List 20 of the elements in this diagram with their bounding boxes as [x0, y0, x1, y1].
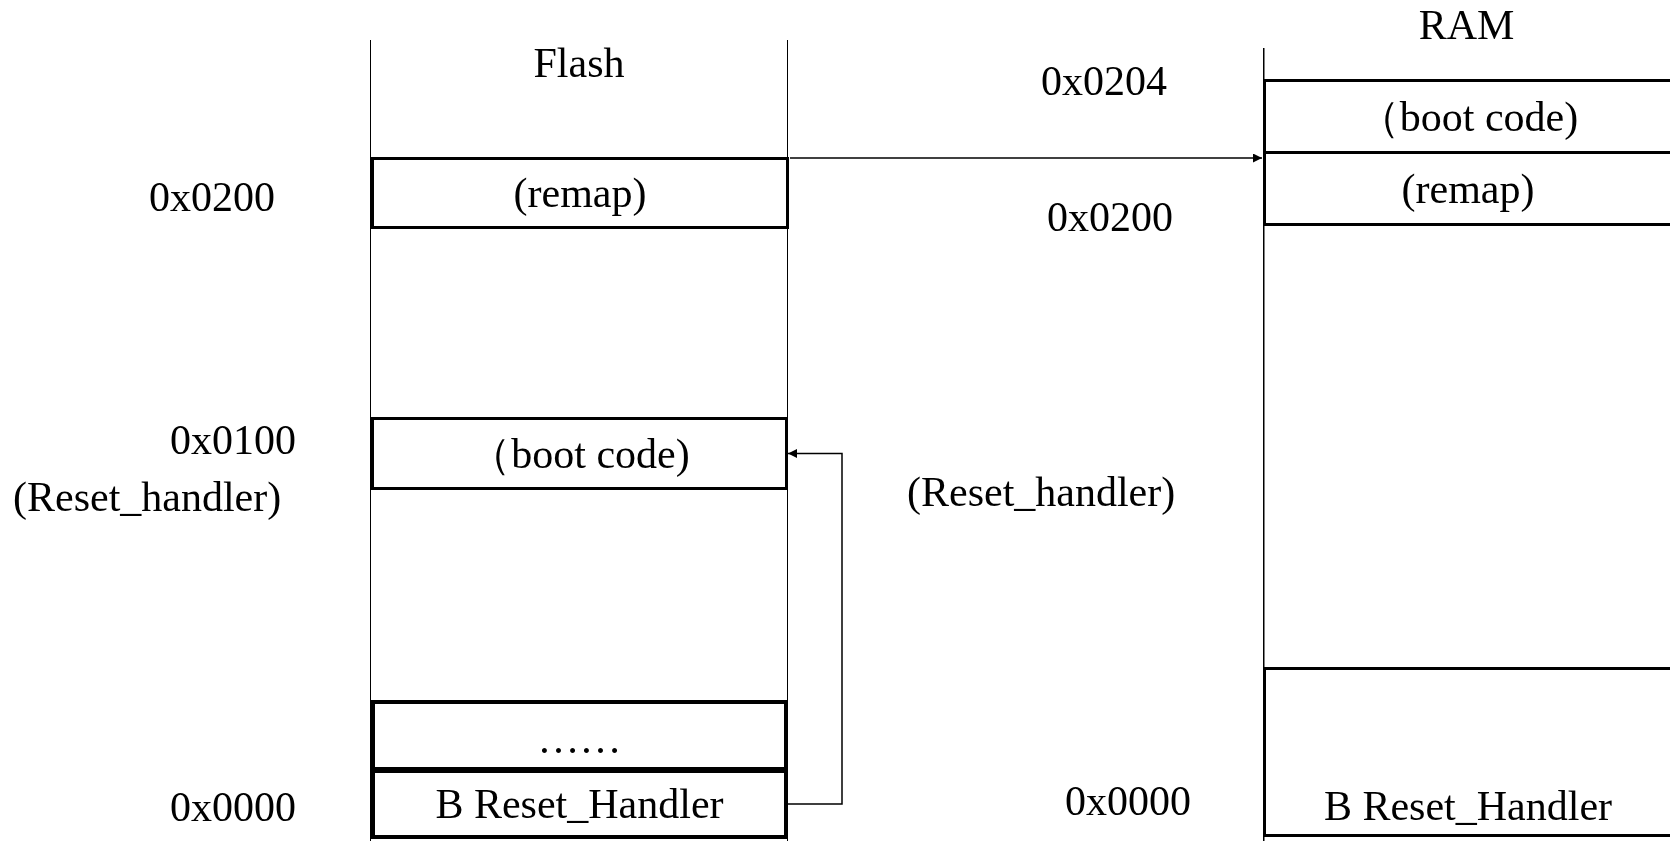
address-label: (Reset_handler) [907, 471, 1176, 513]
arrow [786, 449, 843, 805]
arrow [789, 153, 1263, 163]
memory-region: （boot code) [371, 417, 788, 490]
memory-region: …… [371, 700, 788, 771]
address-label: 0x0204 [1041, 60, 1167, 102]
address-label: 0x0100 [170, 419, 296, 461]
address-label: 0x0000 [170, 786, 296, 828]
memory-region: (remap) [371, 157, 789, 229]
memory-region: (remap) [1263, 151, 1670, 226]
address-label: 0x0200 [1047, 196, 1173, 238]
column-heading: Flash [533, 42, 625, 84]
memory-column [370, 40, 788, 841]
column-heading: RAM [1418, 4, 1515, 46]
memory-region: B Reset_Handler [1263, 667, 1670, 837]
memory-region: B Reset_Handler [371, 769, 788, 839]
memory-region: （boot code) [1263, 79, 1670, 154]
address-label: 0x0200 [149, 176, 275, 218]
address-label: 0x0000 [1065, 780, 1191, 822]
address-label: (Reset_handler) [13, 476, 282, 518]
